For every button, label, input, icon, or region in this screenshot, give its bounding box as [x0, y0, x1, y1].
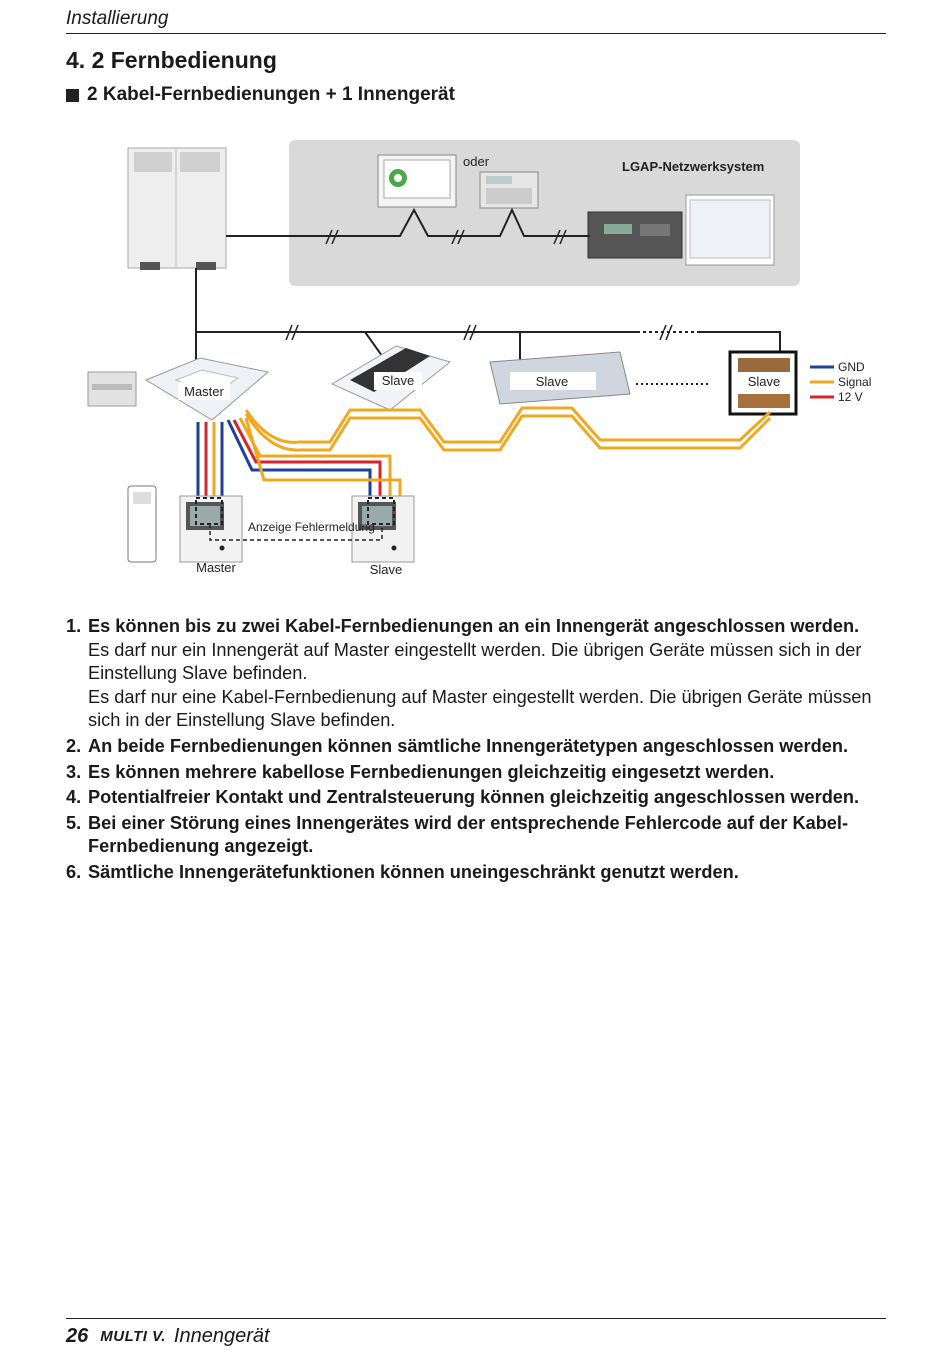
oder-label: oder [463, 154, 490, 169]
list-item: 6. Sämtliche Innengerätefunktionen könne… [66, 861, 886, 885]
slave-unit-1-label: Slave [382, 373, 415, 388]
brand-logo: MULTI V. [100, 1328, 166, 1345]
indoor-unit-master: Master [146, 358, 268, 420]
list-item: 2. An beide Fernbedienungen können sämtl… [66, 735, 886, 759]
error-display-label: Anzeige Fehlermeldung [248, 520, 375, 534]
slave-unit-2-label: Slave [536, 374, 569, 389]
network-gateway [588, 212, 682, 258]
section-header: Installierung [66, 8, 168, 30]
list-item: 1. Es können bis zu zwei Kabel-Fernbedie… [66, 615, 886, 733]
list-item: 3. Es können mehrere kabellose Fernbedie… [66, 761, 886, 785]
remote-master-label: Master [196, 560, 236, 575]
list-item: 4. Potentialfreier Kontakt und Zentralst… [66, 786, 886, 810]
section-subtitle: 2 Kabel-Fernbedienungen + 1 Innengerät [66, 84, 455, 106]
central-touch-controller [378, 155, 456, 207]
indoor-link-wires [246, 408, 770, 450]
notes-list: 1. Es können bis zu zwei Kabel-Fernbedie… [66, 615, 886, 887]
indoor-unit-slave-1: Slave [332, 346, 450, 410]
wired-remote-master [180, 496, 242, 562]
footer-rule [66, 1318, 886, 1319]
wire-legend: GND Signal 12 V [810, 360, 871, 404]
pc-software-screen [686, 195, 774, 265]
network-label: LGAP-Netzwerksystem [622, 159, 764, 174]
bullet-square-icon [66, 89, 79, 102]
simple-central-controller [480, 172, 538, 208]
section-subtitle-text: 2 Kabel-Fernbedienungen + 1 Innengerät [87, 84, 455, 106]
remote-wires [198, 418, 400, 500]
master-unit-label: Master [184, 384, 224, 399]
legend-12v: 12 V [838, 390, 863, 404]
indoor-unit-slave-2: Slave [490, 352, 630, 404]
wiring-diagram: oder LGAP-Netzwerksystem Mas [60, 125, 890, 590]
slave-unit-3-label: Slave [748, 374, 781, 389]
footer-title: Innengerät [174, 1325, 270, 1348]
footer: 26 MULTI V. Innengerät [66, 1325, 270, 1348]
page-number: 26 [66, 1325, 88, 1348]
page-title: 4. 2 Fernbedienung [66, 47, 277, 74]
wireless-remote [128, 486, 156, 562]
outdoor-unit [128, 148, 226, 270]
legend-signal: Signal [838, 375, 871, 389]
list-item: 5. Bei einer Störung eines Innengerätes … [66, 812, 886, 859]
indoor-unit-slave-3: Slave [730, 352, 796, 414]
header-rule [66, 33, 886, 34]
remote-slave-label: Slave [370, 562, 403, 577]
dry-contact-box [88, 372, 136, 406]
legend-gnd: GND [838, 360, 865, 374]
